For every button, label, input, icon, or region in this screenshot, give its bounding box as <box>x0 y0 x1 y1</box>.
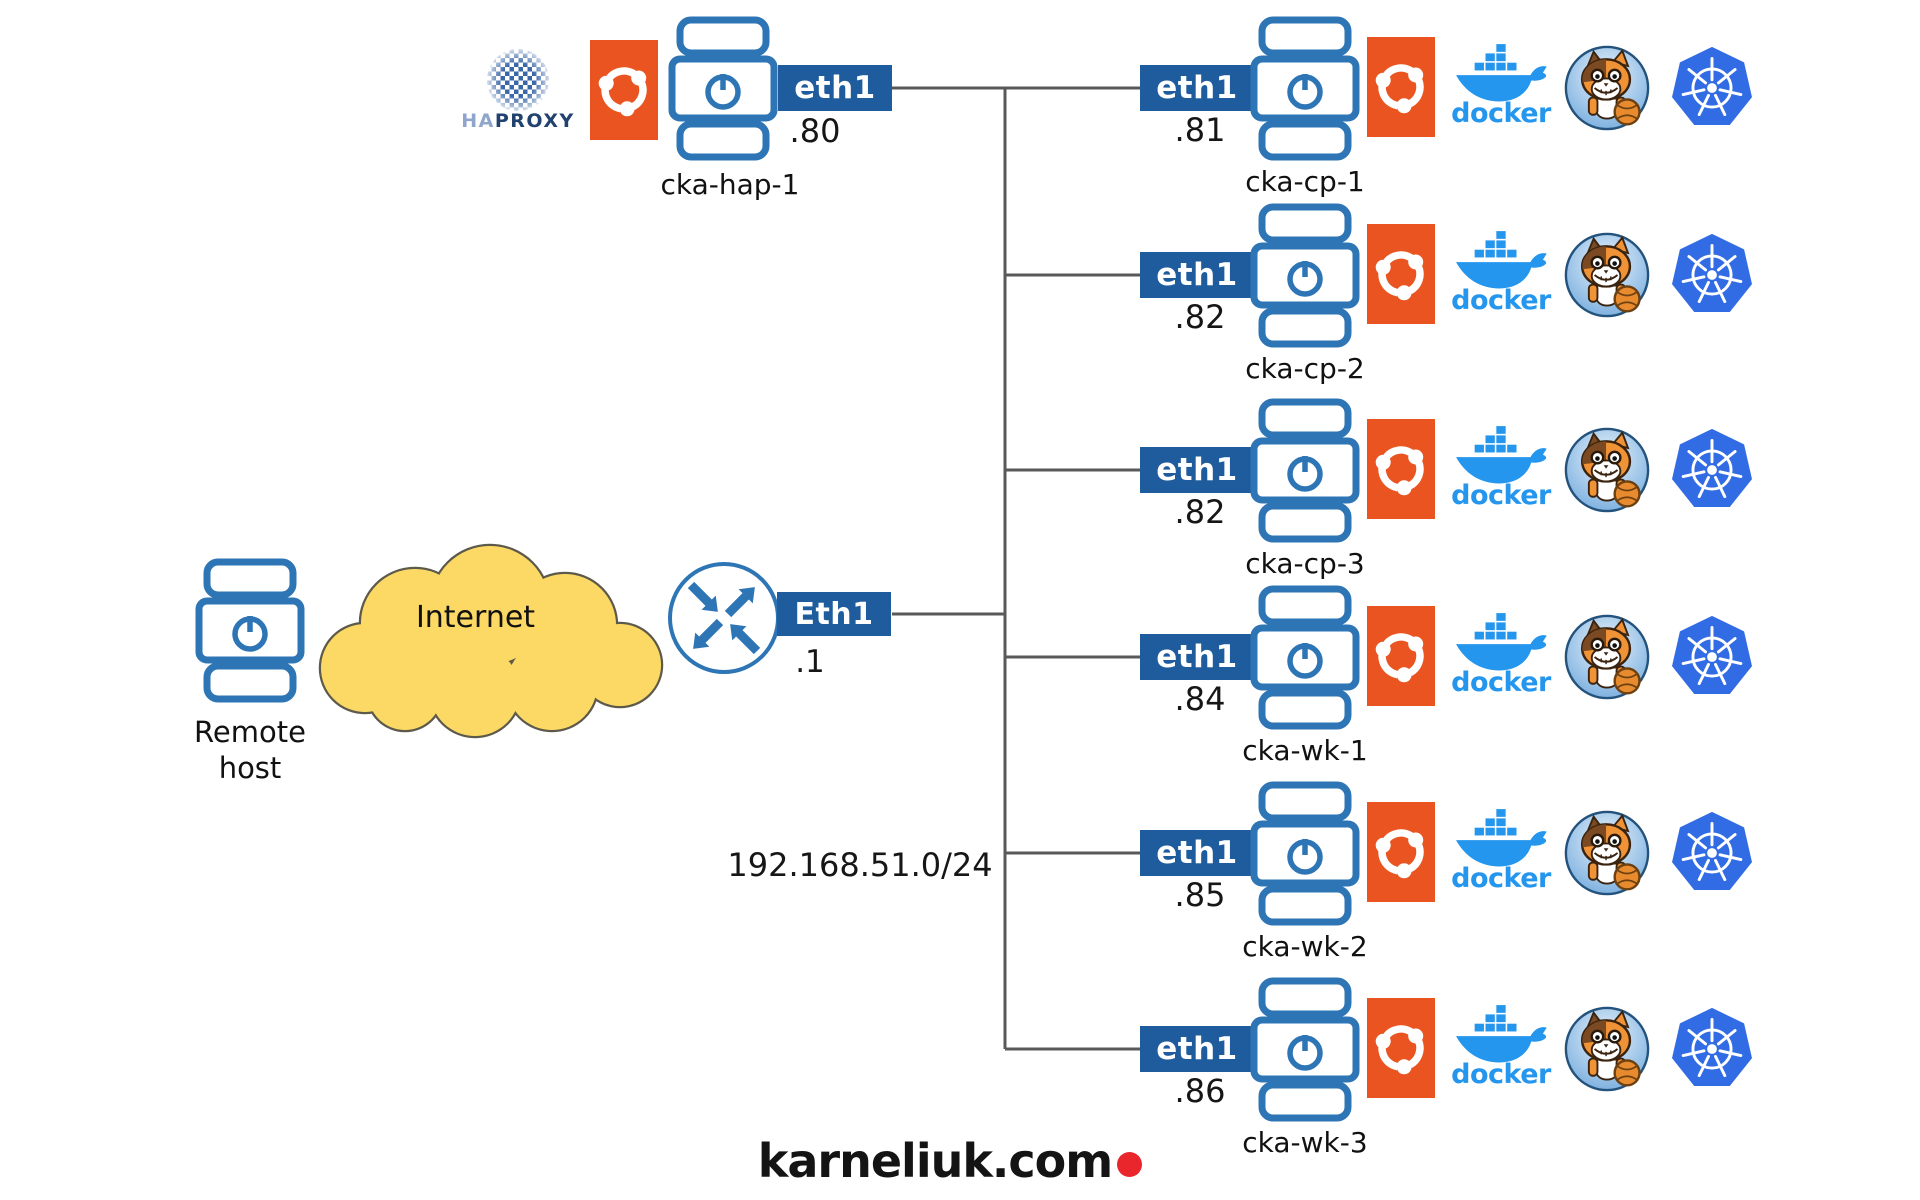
node-name: cka-wk-2 <box>1242 930 1368 963</box>
node-name: cka-cp-1 <box>1245 165 1365 198</box>
docker-whale-icon <box>1456 809 1547 867</box>
docker-logo: docker <box>1442 610 1560 698</box>
server-icon <box>1250 202 1360 348</box>
node-ip-suffix: .84 <box>1174 680 1226 718</box>
calico-cat-icon <box>1564 810 1650 896</box>
calico-cat-icon <box>1564 427 1650 513</box>
node-interface-badge: eth1 <box>1140 252 1254 298</box>
calico-cat-icon <box>1564 614 1650 700</box>
docker-logo-label: docker <box>1451 98 1551 129</box>
ubuntu-logo-icon <box>1367 224 1435 324</box>
node-name: cka-cp-2 <box>1245 352 1365 385</box>
ubuntu-logo-icon <box>1367 802 1435 902</box>
server-icon <box>1250 15 1360 161</box>
node-row-cka-cp-3: eth1 .82 cka-cp-3 docker <box>1140 375 1765 580</box>
ubuntu-logo-icon <box>1367 998 1435 1098</box>
remote-host-label-line2: host <box>218 751 282 786</box>
branding-text: karneliuk.com <box>757 1134 1113 1188</box>
router-ip-suffix: .1 <box>795 644 825 680</box>
docker-whale-icon <box>1456 231 1547 289</box>
server-icon <box>1250 584 1360 730</box>
node-ip-suffix: .81 <box>1174 111 1226 149</box>
docker-logo: docker <box>1442 1002 1560 1090</box>
node-interface-badge: eth1 <box>1140 65 1254 111</box>
node-ip-suffix: .82 <box>1174 493 1226 531</box>
node-interface-badge: eth1 <box>1140 830 1254 876</box>
ubuntu-logo-icon <box>1367 606 1435 706</box>
haproxy-node-interface-badge: eth1 <box>778 65 892 111</box>
docker-whale-icon <box>1456 613 1547 671</box>
kubernetes-logo-icon <box>1670 232 1754 314</box>
docker-logo-label: docker <box>1451 667 1551 698</box>
branding-red-dot <box>1117 1152 1143 1177</box>
docker-whale-icon <box>1456 1005 1547 1063</box>
server-icon <box>1250 976 1360 1122</box>
docker-logo-label: docker <box>1451 285 1551 316</box>
node-interface-badge: eth1 <box>1140 634 1254 680</box>
router-interface-badge: Eth1 <box>777 592 891 636</box>
calico-cat-icon <box>1564 45 1650 131</box>
docker-logo-label: docker <box>1451 863 1551 894</box>
node-interface-badge: eth1 <box>1140 447 1254 493</box>
remote-host-label: Remote host <box>150 714 350 787</box>
node-ip-suffix: .85 <box>1174 876 1226 914</box>
haproxy-logo-text-ha: HA <box>461 110 495 132</box>
remote-host-server-icon <box>195 557 305 703</box>
internet-label: Internet <box>415 600 536 635</box>
kubernetes-logo-icon <box>1670 614 1754 696</box>
branding: karneliuk.com <box>720 1134 1180 1188</box>
docker-whale-icon <box>1456 44 1547 102</box>
haproxy-logo-icon <box>487 49 549 111</box>
node-interface-badge: eth1 <box>1140 1026 1254 1072</box>
docker-logo: docker <box>1442 41 1560 129</box>
ubuntu-logo-icon <box>1367 419 1435 519</box>
docker-logo: docker <box>1442 423 1560 511</box>
node-row-cka-wk-2: eth1 .85 cka-wk-2 docker <box>1140 758 1765 963</box>
haproxy-logo-text: HAPROXY <box>448 110 588 132</box>
remote-host-label-line1: Remote <box>194 715 306 749</box>
ubuntu-logo-icon <box>590 40 658 140</box>
node-row-cka-cp-2: eth1 .82 cka-cp-2 docker <box>1140 180 1765 385</box>
internet-cloud-icon <box>318 543 664 739</box>
kubernetes-logo-icon <box>1670 1006 1754 1088</box>
server-icon <box>1250 780 1360 926</box>
docker-logo: docker <box>1442 228 1560 316</box>
server-icon <box>1250 397 1360 543</box>
node-ip-suffix: .82 <box>1174 298 1226 336</box>
docker-logo-label: docker <box>1451 1059 1551 1090</box>
node-name: cka-cp-3 <box>1245 547 1365 580</box>
node-name: cka-wk-3 <box>1242 1126 1368 1159</box>
haproxy-node-name: cka-hap-1 <box>660 168 800 201</box>
ubuntu-logo-icon <box>1367 37 1435 137</box>
haproxy-node-server-icon <box>668 15 778 161</box>
node-row-cka-cp-1: eth1 .81 cka-cp-1 docker <box>1140 0 1765 198</box>
haproxy-node-ip-suffix: .80 <box>789 112 841 150</box>
node-name: cka-wk-1 <box>1242 734 1368 767</box>
kubernetes-logo-icon <box>1670 45 1754 127</box>
docker-logo: docker <box>1442 806 1560 894</box>
node-ip-suffix: .86 <box>1174 1072 1226 1110</box>
node-row-cka-wk-1: eth1 .84 cka-wk-1 docker <box>1140 562 1765 767</box>
kubernetes-logo-icon <box>1670 810 1754 892</box>
subnet-label: 192.168.51.0/24 <box>727 846 993 884</box>
docker-whale-icon <box>1456 426 1547 484</box>
calico-cat-icon <box>1564 232 1650 318</box>
calico-cat-icon <box>1564 1006 1650 1092</box>
docker-logo-label: docker <box>1451 480 1551 511</box>
kubernetes-logo-icon <box>1670 427 1754 509</box>
node-row-cka-wk-3: eth1 .86 cka-wk-3 docker <box>1140 954 1765 1159</box>
haproxy-logo-text-proxy: PROXY <box>494 110 575 132</box>
